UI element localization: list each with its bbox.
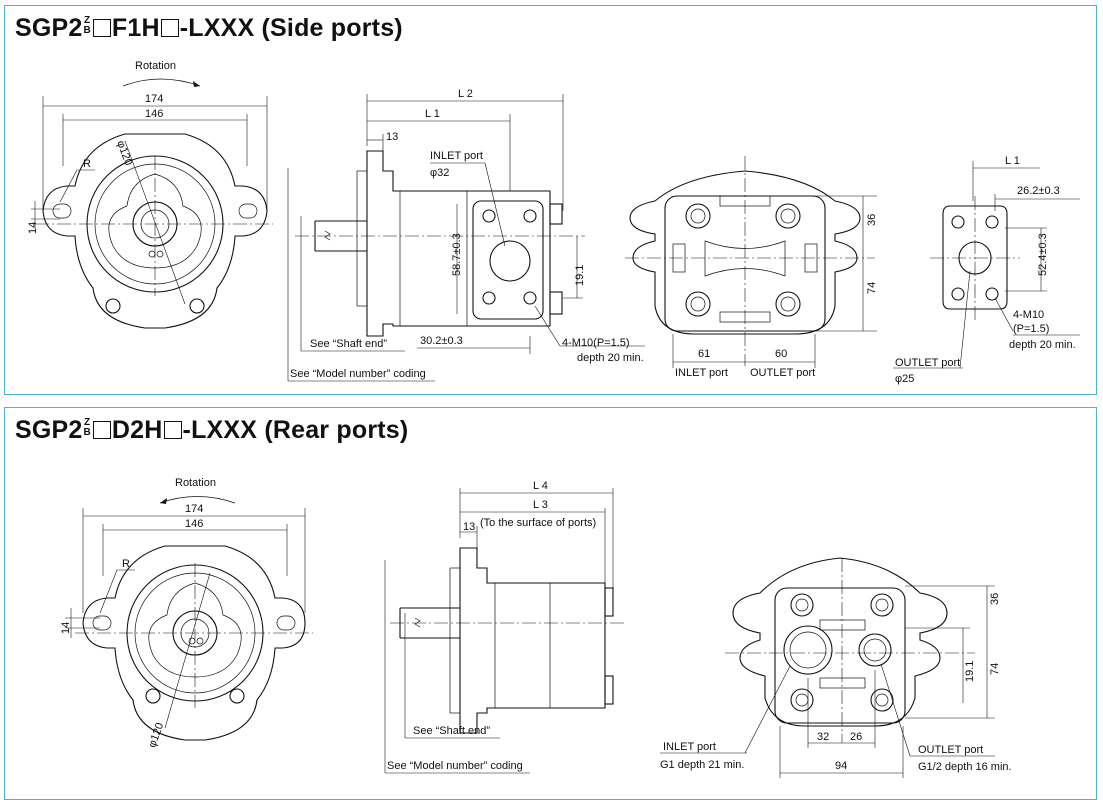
inlet-port-label: INLET port [663,741,716,753]
placeholder-box [163,421,182,439]
outlet-flange-view: L 1 26.2±0.3 52.4±0.3 4-M10 (P=1.5) dept… [893,155,1080,385]
dim-l2: L 2 [458,88,473,100]
rotation-arrow [122,78,201,87]
flange-depth: depth 20 min. [1009,339,1076,351]
dim-19-1: 19.1 [964,661,976,682]
inlet-thread: G1 depth 21 min. [660,759,744,771]
outlet-diameter: φ25 [895,373,914,385]
dim-32: 32 [817,731,829,743]
side-body-outline [366,150,551,337]
flange-thread: 4-M10 [1013,309,1044,321]
front-view: Rotation 174 146 [27,60,273,329]
shaft-end-note: See “Shaft end” [413,725,490,737]
dim-13: 13 [463,521,475,533]
outlet-thread: G1/2 depth 16 min. [918,761,1012,773]
flange-l1: L 1 [1005,155,1020,167]
dim-61: 61 [698,348,710,360]
dim-r: R [122,558,130,570]
side-ports-drawing: Rotation 174 146 [27,60,1080,385]
dim-l1: L 1 [425,108,440,120]
rear-ports-drawing: Rotation 174 146 φ120 [60,477,1012,778]
surface-note: (To the surface of ports) [480,517,596,529]
dim-13: 13 [386,131,398,143]
dim-26-2: 26.2±0.3 [1017,185,1060,197]
shaft-end-note: See “Shaft end” [310,338,387,350]
dim-74: 74 [989,663,1001,675]
rotation-label: Rotation [135,60,176,72]
rotation-arrow [159,496,236,504]
dim-l3: L 3 [533,499,548,511]
outlet-port-label: OUTLET port [918,744,983,756]
placeholder-box [92,421,111,439]
dim-26: 26 [850,731,862,743]
rear-port-face-view: 36 19.1 74 32 26 94 INLET port G1 depth … [660,557,1012,778]
dim-30-2: 30.2±0.3 [420,335,463,347]
inlet-diameter: φ32 [430,167,449,179]
dim-94: 94 [835,760,847,772]
dim-146: 146 [145,108,163,120]
dim-r: R [83,158,91,170]
flange-pitch: (P=1.5) [1013,323,1049,335]
inlet-label: INLET port [675,367,728,379]
outlet-label: OUTLET port [750,367,815,379]
placeholder-box [92,19,111,37]
model-coding-note: See “Model number” coding [290,368,426,380]
side-view: L 2 L 1 13 [287,88,645,382]
dim-52-4: 52.4±0.3 [1037,233,1049,276]
front-body-outline [82,545,306,741]
side-body-outline [459,547,606,734]
dim-14: 14 [27,222,39,234]
rear-face-outline [732,557,948,727]
dim-36: 36 [866,214,878,226]
thread-depth: depth 20 min. [577,352,644,364]
outlet-port-label: OUTLET port [895,357,960,369]
dim-146: 146 [185,518,203,530]
model-coding-note: See “Model number” coding [387,760,523,772]
port-face-view: 36 74 61 60 INLET port OUTLET port [625,156,878,379]
dim-174: 174 [185,503,203,515]
placeholder-box [160,19,179,37]
thread-note: 4-M10(P=1.5) [562,337,630,349]
dim-19-1: 19.1 [574,265,586,286]
dim-174: 174 [145,93,163,105]
front-view: Rotation 174 146 φ120 [60,477,313,749]
dim-58-7: 58.7±0.3 [451,233,463,276]
dim-l4: L 4 [533,480,548,492]
port-face-outline [629,170,861,335]
inlet-port-label: INLET port [430,150,483,162]
dim-14: 14 [60,622,72,634]
side-view: L 4 L 3 13 (To the surface of ports) See… [384,480,625,774]
dim-phi120: φ120 [114,139,134,167]
front-body-outline [42,133,268,329]
dim-60: 60 [775,348,787,360]
flange-outline [942,205,1008,310]
dim-74: 74 [866,282,878,294]
rotation-label: Rotation [175,477,216,489]
dim-36: 36 [989,593,1001,605]
